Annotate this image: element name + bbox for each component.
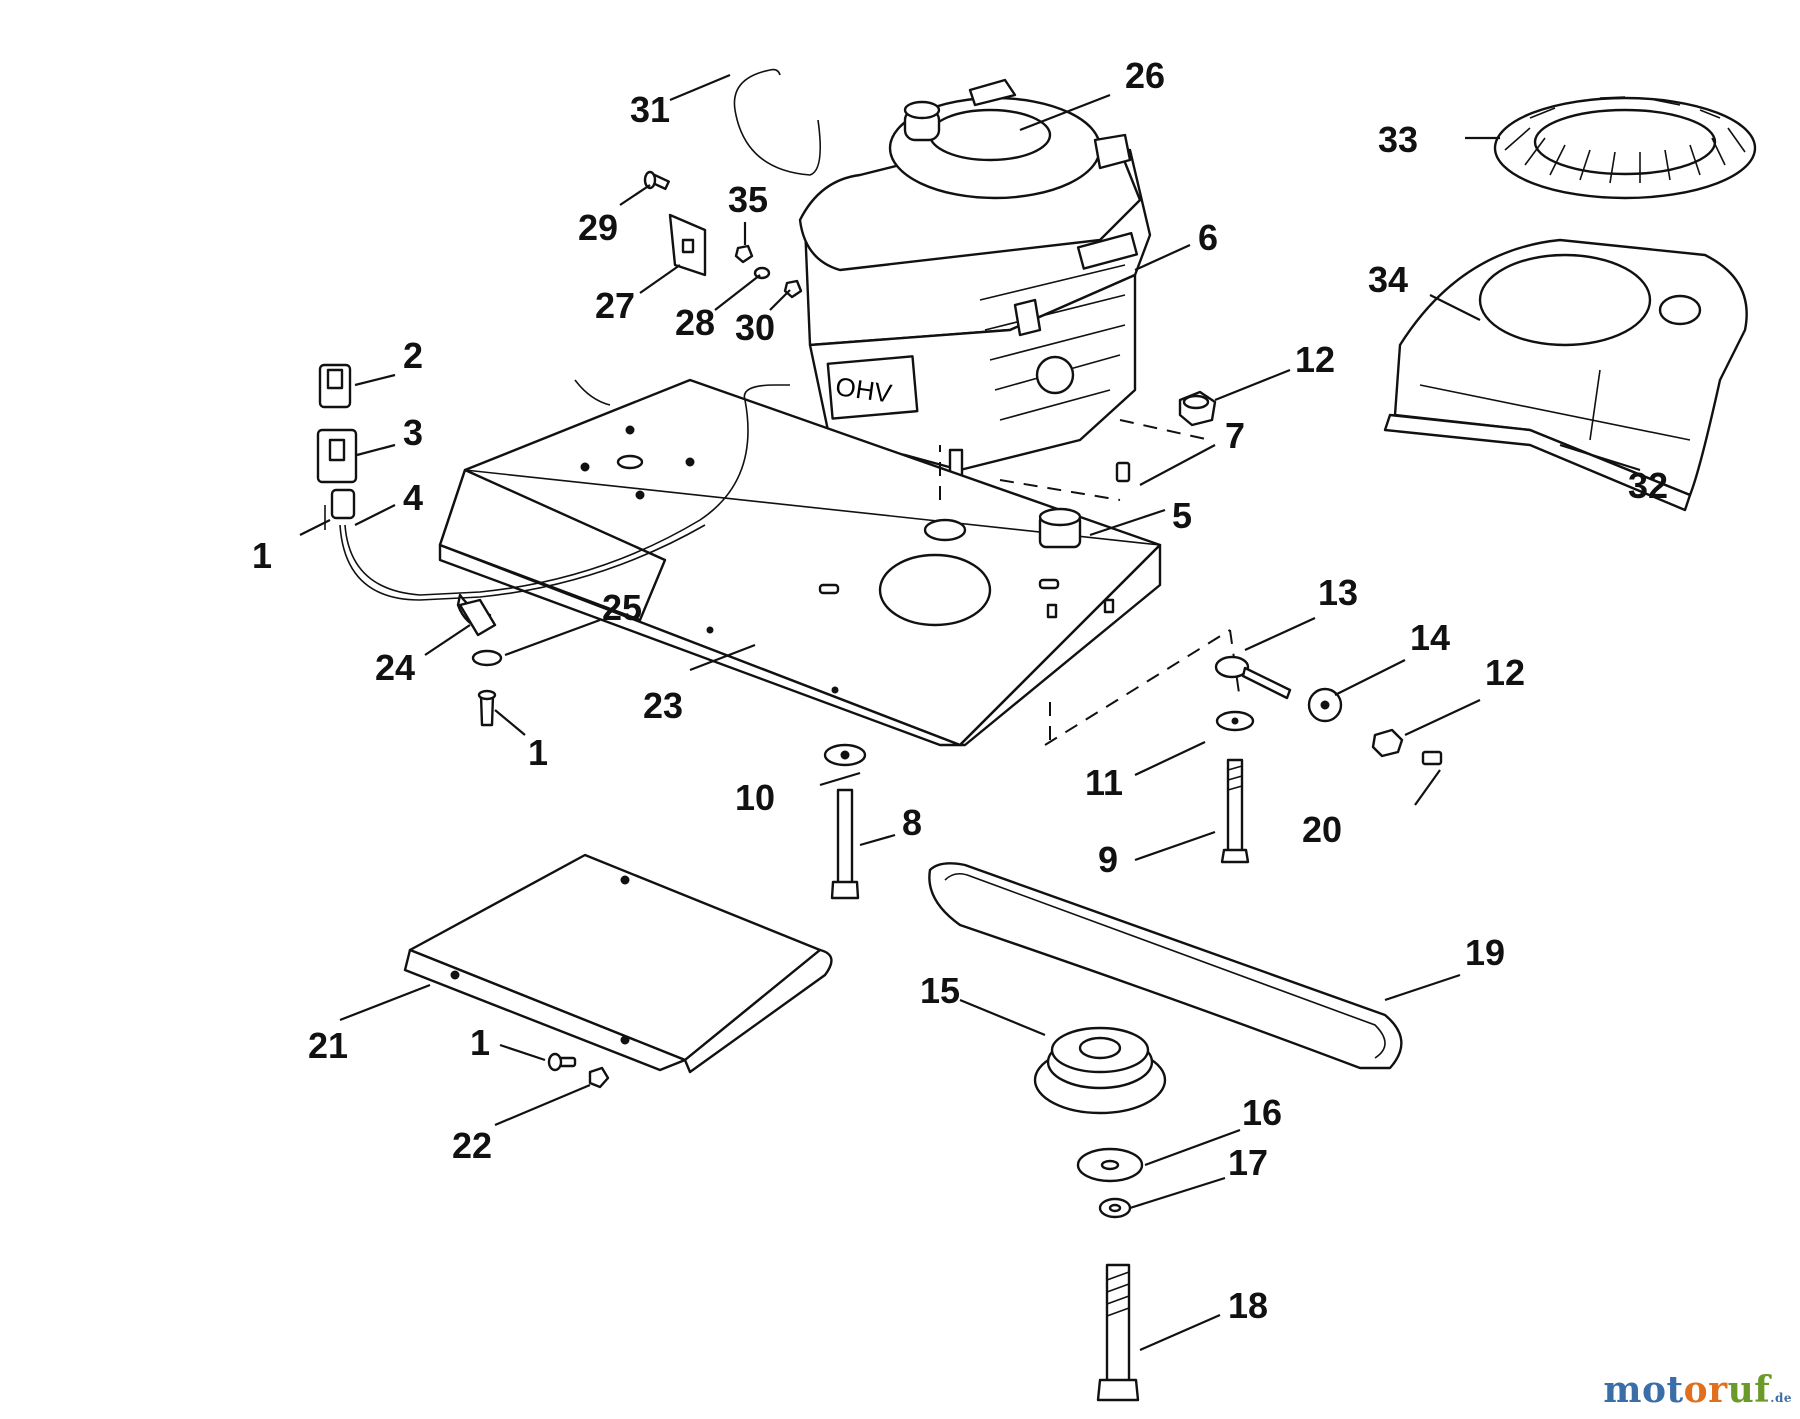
- callout-10: 10: [735, 777, 775, 818]
- belt-guard-part-21: [403, 853, 833, 1074]
- callout-18: 18: [1228, 1285, 1268, 1326]
- callout-28: 28: [675, 302, 715, 343]
- nut-part-12-top: [1178, 390, 1217, 427]
- callout-1-left: 1: [252, 535, 272, 576]
- callout-11: 11: [1085, 762, 1123, 803]
- watermark-logo: motoruf.de: [1603, 1369, 1792, 1411]
- callout-21: 21: [308, 1025, 348, 1066]
- callout-29: 29: [578, 207, 618, 248]
- ohv-badge: OHV: [826, 355, 919, 420]
- callout-2: 2: [403, 335, 423, 376]
- leader-lines: [299, 73, 1641, 1352]
- callout-32: 32: [1628, 465, 1668, 506]
- wiring-harness: [316, 363, 790, 632]
- callout-labels: 31 26 29 35 27 28 30 6 33 34 32 12 7 5 2…: [252, 55, 1668, 1326]
- washer-part-11: [1215, 710, 1255, 732]
- callout-23: 23: [643, 685, 683, 726]
- callout-30: 30: [735, 307, 775, 348]
- pulley-part-15: [1033, 1026, 1167, 1115]
- washer-part-25: [471, 649, 503, 667]
- screen-part-33: [1493, 96, 1757, 200]
- callout-27: 27: [595, 285, 635, 326]
- callout-15: 15: [920, 970, 960, 1011]
- screw-part-29: [643, 170, 670, 191]
- callout-31: 31: [630, 89, 670, 130]
- screw-part-1-bottom: [547, 1052, 577, 1072]
- nut-part-35: [734, 244, 754, 264]
- bolt-part-8: [830, 788, 860, 900]
- pin-part-20: [1421, 750, 1443, 766]
- callout-17: 17: [1228, 1142, 1268, 1183]
- washer-part-14: [1307, 687, 1343, 723]
- callout-9: 9: [1098, 839, 1118, 880]
- callout-19: 19: [1465, 932, 1505, 973]
- callout-26: 26: [1125, 55, 1165, 96]
- bolt-part-9: [1220, 758, 1250, 864]
- engine-assembly: OHV: [798, 78, 1152, 482]
- spacer-part-5: [1038, 507, 1082, 549]
- watermark-part-3: uf: [1727, 1369, 1771, 1411]
- callout-8: 8: [902, 802, 922, 843]
- blower-housing-part-34: [1383, 238, 1748, 512]
- watermark-tld: .de: [1770, 1391, 1792, 1405]
- engine-mount-plate: [438, 378, 1162, 747]
- callout-7: 7: [1225, 415, 1245, 456]
- callout-4: 4: [403, 477, 423, 518]
- clip-part-24: [458, 598, 497, 637]
- alignment-lines: [999, 419, 1241, 746]
- nut-part-17: [1098, 1197, 1132, 1219]
- callout-1-mid: 1: [528, 732, 548, 773]
- washer-part-10: [823, 743, 867, 767]
- bolt-part-18: [1096, 1263, 1140, 1402]
- callout-14: 14: [1410, 617, 1450, 658]
- callout-33: 33: [1378, 119, 1418, 160]
- callout-16: 16: [1242, 1092, 1282, 1133]
- callout-35: 35: [728, 179, 768, 220]
- washer-part-16: [1076, 1147, 1144, 1183]
- callout-12-right: 12: [1485, 652, 1525, 693]
- nut-part-30: [783, 279, 803, 299]
- callout-3: 3: [403, 412, 423, 453]
- key-part-7: [1115, 461, 1131, 483]
- callout-22: 22: [452, 1125, 492, 1166]
- callout-34: 34: [1368, 259, 1408, 300]
- callout-24: 24: [375, 647, 415, 688]
- screw-part-1-mid: [477, 689, 497, 727]
- callout-20: 20: [1302, 809, 1342, 850]
- callout-12-top: 12: [1295, 339, 1335, 380]
- ring-part-31: [733, 68, 821, 176]
- callout-13: 13: [1318, 572, 1358, 613]
- belt-part-19: [928, 862, 1403, 1070]
- callout-6: 6: [1198, 217, 1218, 258]
- nut-part-22: [588, 1066, 610, 1089]
- callout-5: 5: [1172, 495, 1192, 536]
- bracket-part-27: [668, 213, 707, 277]
- watermark-part-1: mot: [1603, 1369, 1684, 1411]
- callout-1-bottom: 1: [470, 1022, 490, 1063]
- callout-25: 25: [602, 587, 642, 628]
- watermark-part-2: or: [1683, 1369, 1728, 1411]
- nut-part-12-right: [1371, 728, 1404, 758]
- eye-bolt-part-13: [1214, 655, 1292, 700]
